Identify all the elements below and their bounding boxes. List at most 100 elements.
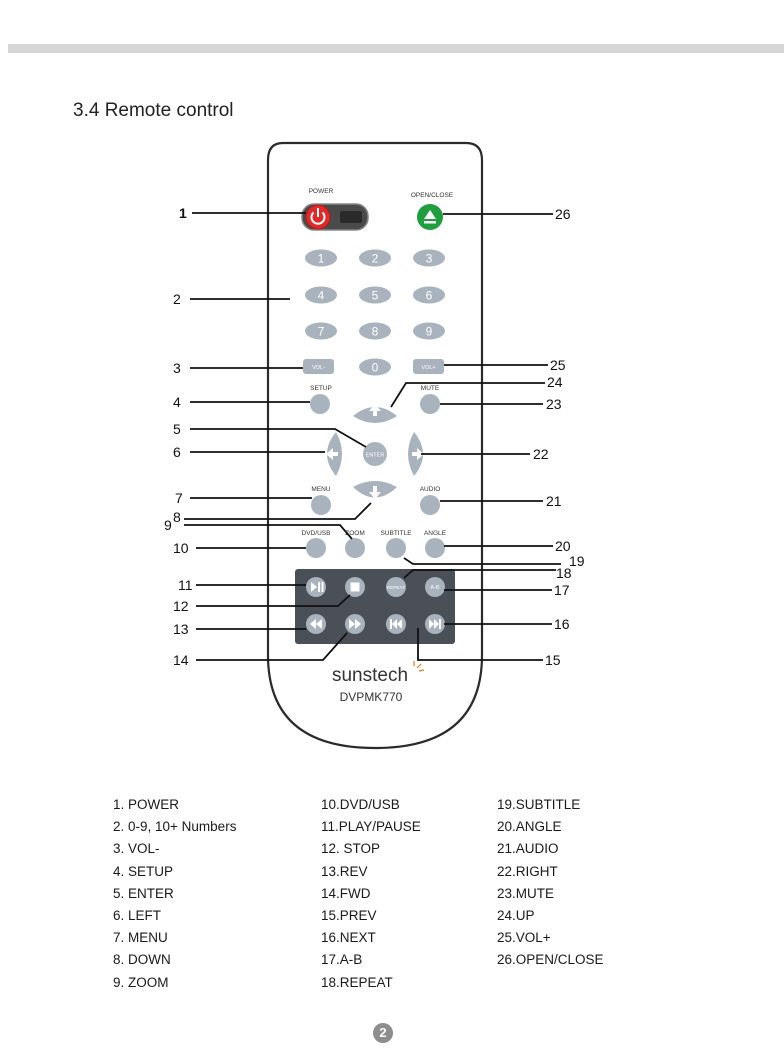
brand-logo: sunstech (332, 665, 408, 686)
setup-label: SETUP (310, 385, 332, 392)
brand-sparkle-icon (413, 661, 425, 672)
audio-label: AUDIO (420, 486, 441, 493)
play-pause-button[interactable] (306, 577, 326, 597)
callout-11: 11 (178, 577, 193, 593)
legend-item: 11.PLAY/PAUSE (321, 819, 421, 835)
vol-minus-label: VOL- (312, 365, 325, 371)
vol-plus-button[interactable]: VOL+ (413, 359, 444, 374)
digit-3-button[interactable]: 3 (413, 249, 445, 267)
arrow-left-icon (326, 448, 338, 460)
open-close-label: OPEN/CLOSE (411, 192, 454, 199)
callout-14: 14 (173, 652, 189, 668)
callout-23: 23 (546, 396, 562, 412)
digit-7-button[interactable]: 7 (305, 322, 337, 340)
digit-8-button[interactable]: 8 (359, 322, 391, 340)
legend-item: 12. STOP (321, 841, 381, 857)
power-label: POWER (309, 188, 334, 195)
menu-button[interactable] (311, 495, 331, 515)
callout-19: 19 (569, 553, 585, 569)
subtitle-button[interactable] (386, 538, 406, 558)
digit-6-label: 6 (426, 289, 433, 303)
callout-18: 18 (556, 565, 572, 581)
callout-26: 26 (555, 206, 571, 222)
prev-button[interactable] (386, 614, 406, 634)
callout-lines (184, 212, 561, 661)
vol-minus-button[interactable]: VOL- (303, 359, 334, 374)
dvd-usb-button[interactable] (306, 538, 326, 558)
digit-2-label: 2 (372, 252, 379, 266)
digit-3-label: 3 (426, 252, 433, 266)
open-close-button[interactable] (417, 204, 443, 230)
stop-icon (350, 582, 360, 592)
legend-item: 9. ZOOM (113, 974, 169, 990)
legend-item: 20.ANGLE (497, 819, 562, 835)
enter-label: ENTER (366, 453, 385, 459)
enter-button[interactable]: ENTER (363, 442, 387, 466)
callout-7: 7 (175, 490, 183, 506)
legend-item: 19.SUBTITLE (497, 797, 581, 812)
rewind-icon (310, 619, 322, 629)
power-switch-slot (340, 211, 362, 223)
up-button[interactable] (353, 404, 397, 423)
callout-13: 13 (173, 621, 189, 637)
fwd-button[interactable] (345, 614, 365, 634)
callout-20: 20 (555, 538, 571, 554)
callout-16: 16 (554, 616, 570, 632)
next-button[interactable] (425, 614, 445, 634)
arrow-right-icon (412, 448, 424, 460)
right-button[interactable] (408, 432, 424, 476)
legend-item: 15.PREV (321, 908, 377, 924)
angle-button[interactable] (425, 538, 445, 558)
power-button[interactable] (305, 204, 331, 230)
subtitle-label: SUBTITLE (380, 530, 412, 537)
audio-button[interactable] (420, 495, 440, 515)
digit-0-label: 0 (372, 361, 379, 375)
ab-button[interactable]: A-B (425, 577, 445, 597)
callout-9: 9 (164, 517, 172, 533)
repeat-button[interactable]: REPEAT (386, 577, 406, 597)
legend-item: 3. VOL- (113, 841, 160, 857)
legend-item: 10.DVD/USB (321, 797, 400, 812)
left-button[interactable] (326, 432, 342, 476)
digit-5-label: 5 (372, 289, 379, 303)
callout-24: 24 (547, 374, 563, 390)
legend-item: 2. 0-9, 10+ Numbers (113, 819, 237, 835)
legend-item: 6. LEFT (113, 908, 162, 924)
digit-9-button[interactable]: 9 (413, 322, 445, 340)
callout-2: 2 (173, 291, 181, 307)
callout-6: 6 (173, 444, 181, 460)
number-keypad: 1 2 3 4 5 6 7 8 9 0 (305, 249, 445, 376)
digit-4-button[interactable]: 4 (305, 286, 337, 304)
legend-column-2: 10.DVD/USB 11.PLAY/PAUSE 12. STOP 13.REV… (321, 794, 421, 994)
callout-15: 15 (545, 652, 561, 668)
ab-label: A-B (430, 585, 440, 591)
legend-item: 16.NEXT (321, 930, 376, 946)
section-title: 3.4 Remote control (73, 100, 234, 121)
power-icon (310, 208, 326, 225)
setup-button[interactable] (310, 394, 330, 414)
legend-item: 17.A-B (321, 952, 363, 968)
digit-6-button[interactable]: 6 (413, 286, 445, 304)
eject-icon (424, 210, 436, 224)
legend-column-1: 1. POWER 2. 0-9, 10+ Numbers 3. VOL- 4. … (113, 794, 236, 994)
mute-button[interactable] (420, 394, 440, 414)
page-number: 2 (373, 1023, 393, 1043)
callout-22: 22 (533, 446, 549, 462)
callout-5: 5 (173, 421, 181, 437)
digit-1-button[interactable]: 1 (305, 249, 337, 267)
legend-item: 13.REV (321, 863, 368, 879)
play-pause-icon (311, 582, 324, 592)
digit-5-button[interactable]: 5 (359, 286, 391, 304)
zoom-button[interactable] (345, 538, 365, 558)
down-button[interactable] (353, 481, 397, 499)
dvd-usb-label: DVD/USB (302, 530, 331, 537)
rev-button[interactable] (306, 614, 326, 634)
digit-0-button[interactable]: 0 (359, 358, 391, 376)
digit-1-label: 1 (318, 252, 325, 266)
legend-item: 5. ENTER (113, 885, 174, 901)
header-rule (8, 44, 784, 53)
legend-item: 7. MENU (113, 930, 168, 946)
digit-2-button[interactable]: 2 (359, 249, 391, 267)
menu-label: MENU (311, 486, 330, 493)
stop-button[interactable] (345, 577, 365, 597)
